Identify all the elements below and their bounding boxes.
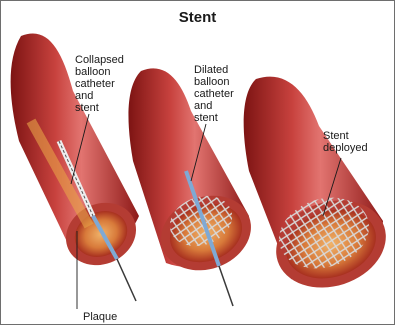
label-collapsed-catheter: Collapsed balloon catheter and stent <box>75 54 124 114</box>
page-title: Stent <box>1 9 394 26</box>
artery-deployed <box>244 77 394 302</box>
label-stent-deployed: Stent deployed <box>323 130 368 154</box>
label-plaque: Plaque <box>83 311 117 323</box>
label-dilated-catheter: Dilated balloon catheter and stent <box>194 64 234 124</box>
